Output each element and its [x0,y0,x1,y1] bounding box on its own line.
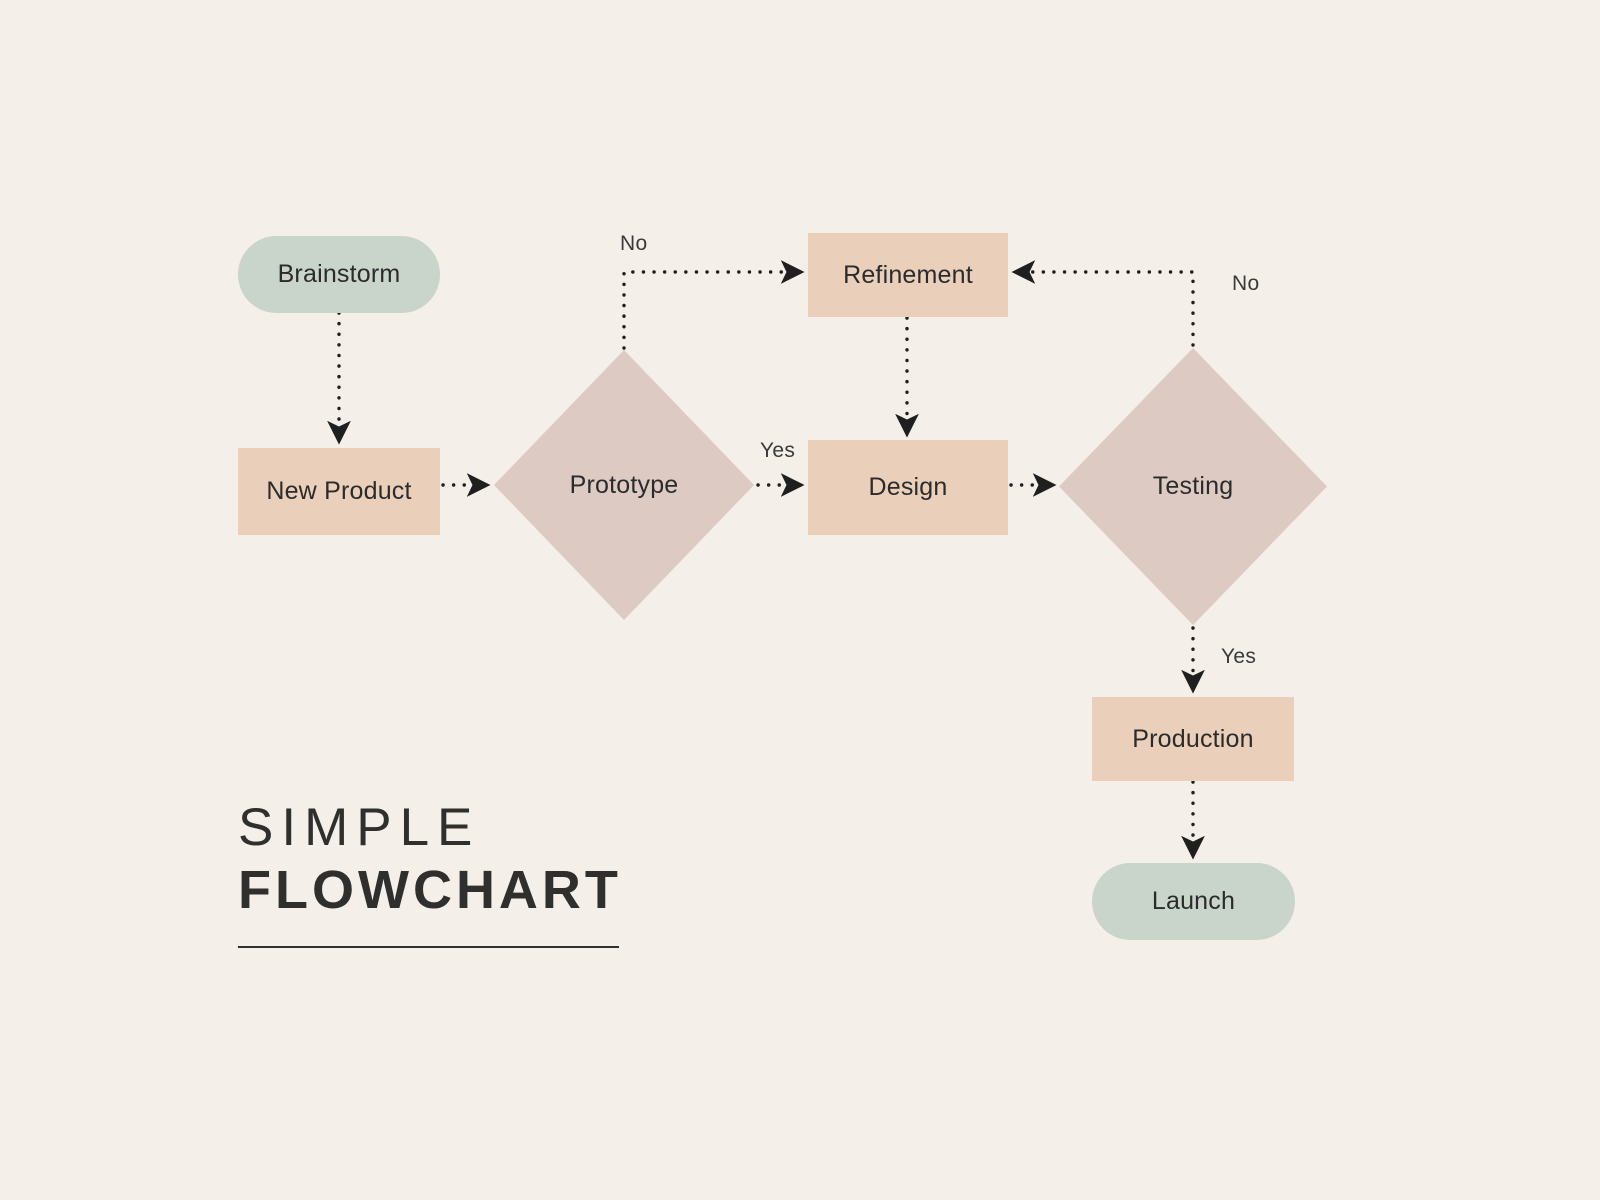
diamond-shape-prototype [494,350,754,620]
edge-label-no-testing: No [1232,272,1260,295]
node-refinement-label: Refinement [843,260,973,289]
node-design-label: Design [868,473,948,501]
title-underline-rule [238,946,619,949]
node-brainstorm[interactable]: Brainstorm [238,236,440,313]
node-new-product[interactable]: New Product [238,448,440,535]
node-prototype-label: Prototype [569,470,679,499]
diamond-shape-testing [1059,348,1327,625]
node-design[interactable]: Design [808,440,1008,535]
node-launch[interactable]: Launch [1092,863,1295,940]
title-line-simple: SIMPLE [238,798,481,857]
node-testing-label: Testing [1152,472,1234,500]
node-production-label: Production [1132,724,1254,753]
node-refinement[interactable]: Refinement [808,233,1008,317]
node-brainstorm-label: Brainstorm [277,260,401,288]
edge-testing-no-to-refinement [1011,260,1195,347]
node-testing[interactable]: Testing [1059,348,1327,625]
node-prototype[interactable]: Prototype [494,350,754,620]
edge-label-yes-prototype: Yes [760,439,796,462]
title-line-flowchart: FLOWCHART [238,859,622,920]
edge-label-no-prototype: No [620,232,648,255]
edge-prototype-no-to-refinement [622,260,805,350]
node-new-product-label: New Product [266,477,412,505]
title-block: SIMPLE FLOWCHART [238,798,758,949]
node-production[interactable]: Production [1092,697,1294,781]
edge-label-yes-testing: Yes [1221,645,1257,668]
node-launch-label: Launch [1151,887,1236,915]
